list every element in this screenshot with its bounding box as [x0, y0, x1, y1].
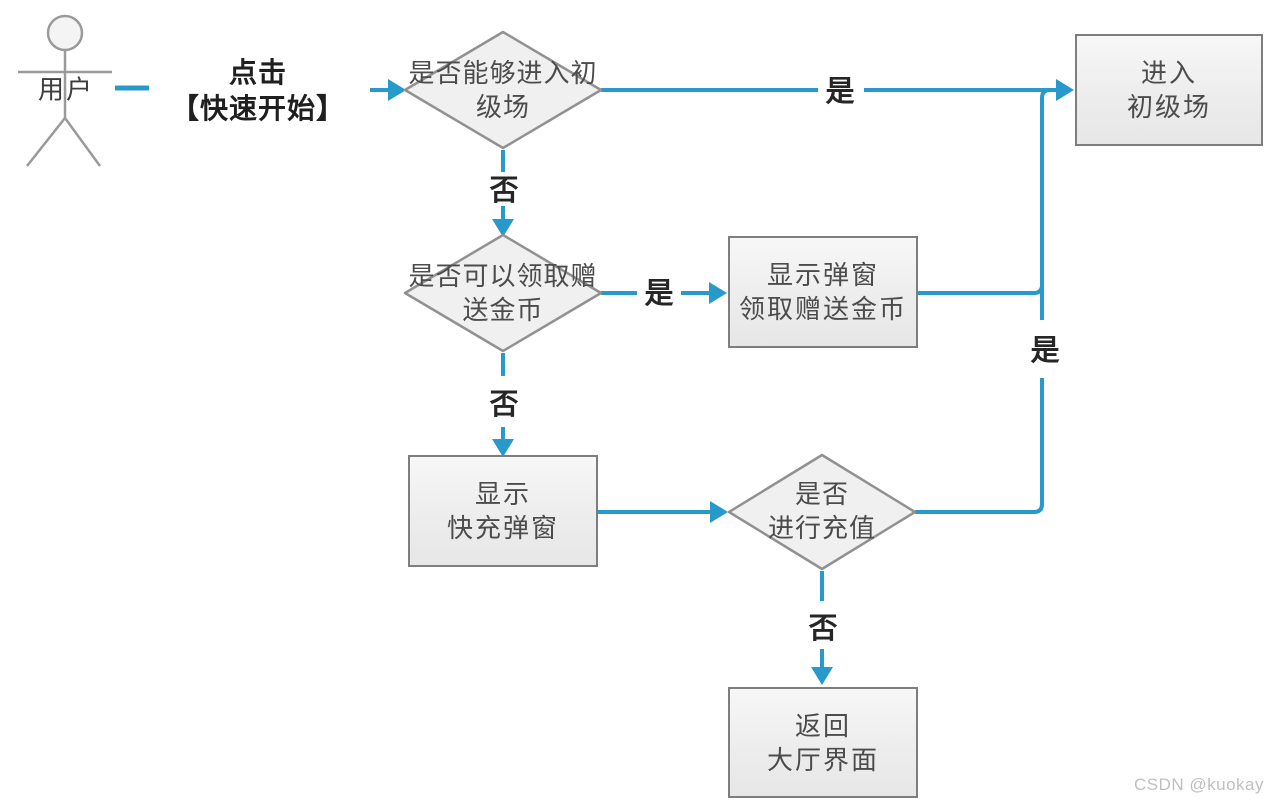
edge-label-yes-recharge: 是 [1030, 335, 1060, 367]
decision-recharge-shape [727, 453, 917, 571]
arrowhead-into-d1 [388, 79, 406, 101]
node-show-quick-charge: 显示 快充弹窗 [408, 455, 598, 567]
actor-head [46, 14, 84, 52]
arrowheads [388, 79, 1074, 685]
edge-label-no-enter: 否 [489, 175, 519, 207]
arrowhead-into-quick-box [492, 439, 514, 457]
node-popup-claim-coins-line1: 显示弹窗 [766, 260, 879, 290]
node-enter-beginner-line2: 初级场 [1126, 92, 1211, 122]
node-popup-claim-coins-line2: 领取赠送金币 [738, 294, 907, 324]
node-enter-beginner-line1: 进入 [1140, 58, 1197, 88]
arrowhead-into-d3 [710, 501, 728, 523]
decision-shapes [403, 30, 917, 571]
decision-claim-coins-shape [403, 233, 603, 353]
check-claim-coins-line2: 送金币 [462, 295, 544, 325]
node-show-quick-charge-line1: 显示 [474, 479, 531, 509]
node-enter-beginner: 进入 初级场 [1075, 34, 1263, 146]
node-check-recharge-label: 是否 进行充值 [768, 477, 876, 545]
action-line1: 点击 [228, 57, 287, 88]
edge-label-no-claim: 否 [489, 389, 519, 421]
watermark-text: CSDN @kuokay [1133, 775, 1264, 794]
arrowhead-into-return-box [811, 667, 833, 685]
node-check-claim-coins-label: 是否可以领取赠 送金币 [408, 259, 597, 327]
action-text: 点击 【快速开始】 [160, 55, 356, 127]
edge-recharge-yes-upper [1040, 88, 1056, 320]
arrowhead-into-popup-box [709, 282, 727, 304]
action-line2: 【快速开始】 [170, 93, 345, 124]
edge-recharge-yes-lower [915, 378, 1044, 514]
actor-label: 用户 [37, 74, 95, 105]
arrowhead-into-d2 [492, 219, 514, 237]
check-claim-coins-line1: 是否可以领取赠 [408, 261, 598, 291]
edge-label-yes-claim: 是 [644, 278, 674, 310]
actor-left-leg [26, 117, 66, 167]
node-check-enter-beginner-label: 是否能够进入初 级场 [408, 56, 597, 124]
node-popup-claim-coins: 显示弹窗 领取赠送金币 [728, 236, 918, 348]
check-enter-beginner-line2: 级场 [475, 92, 531, 122]
node-return-lobby: 返回 大厅界面 [728, 687, 918, 798]
connectors [115, 85, 1056, 667]
node-return-lobby-line1: 返回 [794, 710, 851, 741]
node-show-quick-charge-line2: 快充弹窗 [446, 513, 559, 543]
check-recharge-line2: 进行充值 [767, 513, 877, 543]
edge-label-yes-enter: 是 [825, 76, 855, 108]
node-return-lobby-line2: 大厅界面 [766, 744, 879, 775]
actor-right-leg [63, 117, 102, 167]
edge-label-no-recharge: 否 [808, 613, 838, 645]
arrowhead-into-enter-box [1056, 79, 1074, 101]
decision-enter-beginner-shape [403, 30, 603, 150]
edge-popup-to-vertical [918, 284, 1044, 295]
check-recharge-line1: 是否 [794, 479, 850, 509]
actor-figure-icon [18, 14, 112, 167]
check-enter-beginner-line1: 是否能够进入初 [408, 58, 598, 88]
